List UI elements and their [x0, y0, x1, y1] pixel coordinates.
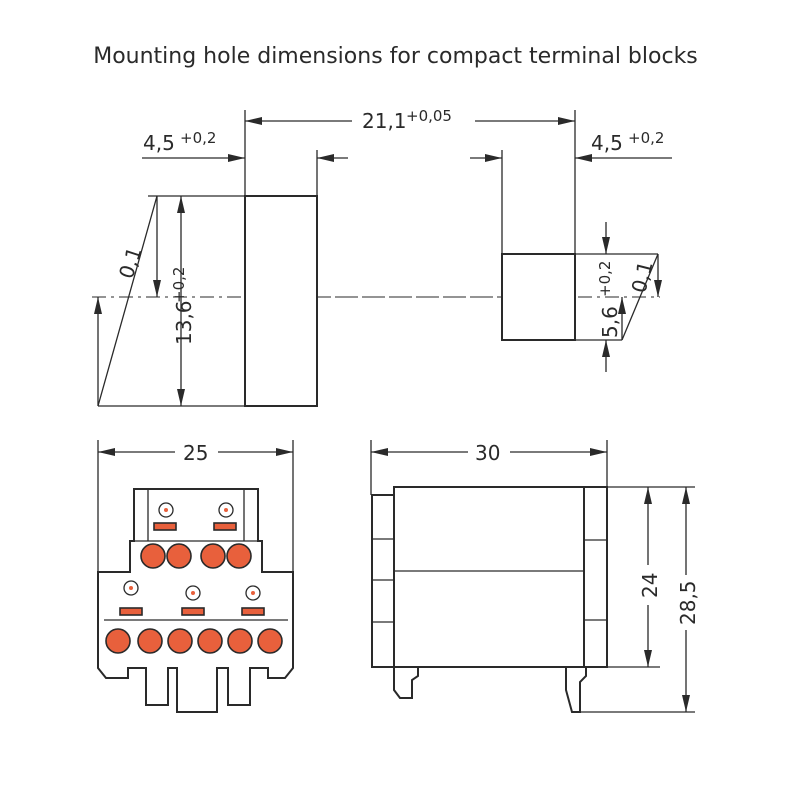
release-slot: [241, 607, 265, 616]
release-slot: [119, 607, 143, 616]
left-height-label: 13,6: [172, 300, 196, 345]
right-height-tolerance: +0,2: [596, 261, 614, 297]
terminal-block-side-body: [393, 486, 585, 668]
lower-clamp-row: [105, 580, 283, 654]
side-outer-height-label: 28,5: [676, 580, 700, 625]
wire-entry: [200, 543, 226, 569]
wire-entry: [105, 628, 131, 654]
wire-entry: [226, 543, 252, 569]
right-width-label: 4,5: [591, 131, 623, 155]
right-mounting-hole: [501, 253, 576, 341]
left-height-tolerance: +0,2: [170, 267, 188, 303]
release-slot: [181, 607, 205, 616]
right-height-label: 5,6: [598, 306, 622, 338]
left-width-label: 4,5: [143, 131, 175, 155]
front-width-label: 25: [183, 441, 208, 465]
diagram-title: Mounting hole dimensions for compact ter…: [93, 44, 698, 69]
side-right-rail: [583, 486, 608, 668]
release-slot: [213, 522, 237, 531]
wire-entry: [166, 543, 192, 569]
right-width-tolerance: +0,2: [628, 129, 664, 147]
wire-entry: [197, 628, 223, 654]
right-tilt-label: 0,1: [627, 259, 658, 296]
wire-entry: [137, 628, 163, 654]
wire-entry: [227, 628, 253, 654]
side-inner-height-label: 24: [638, 573, 662, 598]
spacing-dim-label: 21,1: [362, 109, 407, 133]
front-view: 25: [97, 440, 294, 713]
side-foot-left: [393, 666, 419, 699]
left-mounting-hole: [244, 195, 318, 407]
side-width-label: 30: [475, 441, 500, 465]
wire-entry: [140, 543, 166, 569]
side-foot-right: [565, 666, 587, 713]
terminal-block-front-body: [97, 488, 294, 713]
mounting-hole-view: 21,1 +0,05 4,5 +0,2 4,5 +0,2 13,6 +0,2 0…: [92, 107, 672, 407]
side-view: 30 24 28,5: [370, 440, 700, 713]
release-slot: [153, 522, 177, 531]
wire-entry: [257, 628, 283, 654]
left-width-tolerance: +0,2: [180, 129, 216, 147]
wire-entry: [167, 628, 193, 654]
spacing-tolerance: +0,05: [406, 107, 452, 125]
upper-clamp-row: [140, 502, 252, 569]
side-left-rail: [371, 494, 395, 668]
